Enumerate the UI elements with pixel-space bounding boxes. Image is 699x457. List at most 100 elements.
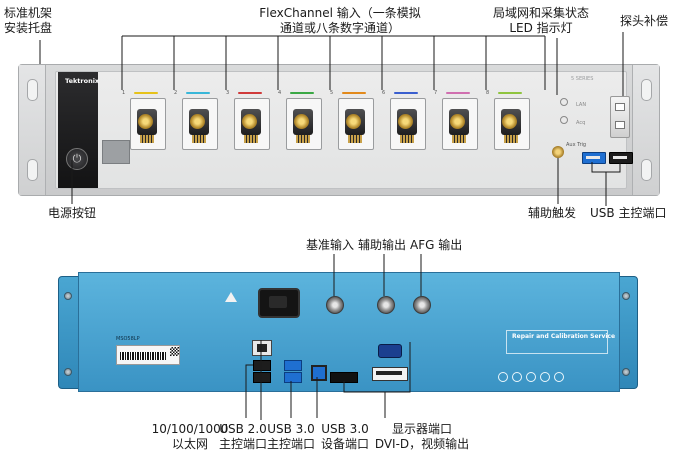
- callout-rack-mount: 标准机架 安装托盘: [4, 6, 52, 36]
- lan-led-icon: [560, 98, 568, 106]
- probe-compensation-terminals[interactable]: [610, 96, 630, 138]
- rack-slot: [641, 159, 652, 181]
- screw-icon: [622, 368, 630, 376]
- aux-trig-label: Aux Trig: [566, 142, 587, 148]
- callout-line: 10/100/1000: [151, 422, 229, 436]
- callout-ref-in: 基准输入: [306, 238, 355, 252]
- channel-number: 2: [174, 90, 178, 96]
- front-usb-port[interactable]: [609, 152, 633, 164]
- channel-connector: [501, 109, 521, 135]
- vga-port[interactable]: [378, 344, 402, 358]
- digital-pins: [244, 135, 258, 143]
- bnc-connector-icon: [502, 114, 517, 129]
- power-icon: ⏻: [72, 152, 82, 165]
- certification-mark-icon: [498, 372, 508, 382]
- callout-line: 主控端口: [218, 437, 267, 451]
- dvi-d-port[interactable]: [372, 367, 408, 381]
- tektronix-strip: Tektronix ⏻: [58, 72, 99, 188]
- rack-ear-right: [632, 65, 659, 195]
- leader-usb-host: [591, 162, 621, 206]
- service-title: Repair and Calibration Service: [512, 333, 616, 340]
- acq-led-label: Acq: [576, 120, 586, 126]
- channel-connector: [189, 109, 209, 135]
- model-label: MSO58LP: [116, 336, 140, 342]
- afg-out-connector[interactable]: [413, 296, 431, 314]
- usb2-host-port[interactable]: [253, 360, 271, 371]
- channel-color-stripe: [342, 92, 366, 94]
- callout-aux-out: 辅助输出: [358, 238, 407, 252]
- digital-pins: [400, 135, 414, 143]
- usb3-host-port[interactable]: [284, 360, 302, 371]
- certification-mark-icon: [526, 372, 536, 382]
- screw-icon: [64, 368, 72, 376]
- front-usb-port[interactable]: [582, 152, 606, 164]
- channel-number: 4: [278, 90, 282, 96]
- channel-module: [442, 98, 478, 150]
- callout-line: DVI-D，视频输出: [374, 437, 470, 451]
- channel-module: [234, 98, 270, 150]
- callout-line: 以太网: [171, 437, 208, 451]
- callout-afg-out: AFG 输出: [410, 238, 463, 252]
- ethernet-port[interactable]: [252, 340, 272, 356]
- channel-color-stripe: [186, 92, 210, 94]
- qr-code-icon: [170, 347, 179, 356]
- channel-module: [286, 98, 322, 150]
- callout-line: 安装托盘: [4, 21, 53, 35]
- callout-line: USB 3.0: [321, 422, 369, 436]
- flexchannel-input[interactable]: 6: [382, 90, 426, 150]
- bnc-connector-icon: [398, 114, 413, 129]
- model-plate: [102, 140, 130, 164]
- callout-line: USB 3.0: [267, 422, 315, 436]
- flexchannel-input[interactable]: 5: [330, 90, 374, 150]
- digital-pins: [192, 135, 206, 143]
- flexchannel-input[interactable]: 1: [122, 90, 166, 150]
- flexchannel-input[interactable]: 8: [486, 90, 530, 150]
- certification-mark-icon: [540, 372, 550, 382]
- callout-line: 主控端口: [266, 437, 315, 451]
- channel-color-stripe: [134, 92, 158, 94]
- callout-display-ports: 显示器端口 DVI-D，视频输出: [372, 422, 472, 452]
- channel-color-stripe: [498, 92, 522, 94]
- channel-color-stripe: [238, 92, 262, 94]
- rack-slot: [641, 79, 652, 101]
- callout-line: 局域网和采集状态: [492, 6, 589, 20]
- channel-number: 7: [434, 90, 438, 96]
- channel-number: 1: [122, 90, 126, 96]
- leader-flexchannel: [121, 35, 546, 90]
- leader-usb2: [245, 364, 253, 418]
- callout-usb-host: USB 主控端口: [590, 206, 667, 220]
- usb3-host-port[interactable]: [284, 372, 302, 383]
- flexchannel-input[interactable]: 2: [174, 90, 218, 150]
- channel-color-stripe: [394, 92, 418, 94]
- digital-pins: [140, 135, 154, 143]
- rack-slot: [27, 159, 38, 181]
- channel-connector: [345, 109, 365, 135]
- usb2-host-port[interactable]: [253, 372, 271, 383]
- aux-out-connector[interactable]: [377, 296, 395, 314]
- channel-module: [338, 98, 374, 150]
- service-info-box: [506, 330, 608, 354]
- usb3-device-port[interactable]: [311, 365, 327, 381]
- channel-connector: [293, 109, 313, 135]
- aux-trig-connector[interactable]: [552, 146, 564, 158]
- barcode-icon: [120, 352, 166, 360]
- channel-module: [130, 98, 166, 150]
- channel-number: 8: [486, 90, 490, 96]
- callout-usb3-device: USB 3.0 设备端口: [318, 422, 372, 452]
- acq-led-icon: [560, 116, 568, 124]
- ac-power-inlet[interactable]: [258, 288, 300, 318]
- callout-line: 通道或八条数字通道）: [279, 21, 400, 35]
- probe-comp-pin-icon: [615, 103, 625, 111]
- callout-line: 标准机架: [4, 6, 53, 20]
- ref-in-connector[interactable]: [326, 296, 344, 314]
- flexchannel-input[interactable]: 4: [278, 90, 322, 150]
- flexchannel-input[interactable]: 3: [226, 90, 270, 150]
- channel-module: [494, 98, 530, 150]
- series-label: 5 SERIES: [571, 76, 594, 82]
- probe-comp-pin-icon: [615, 121, 625, 129]
- channel-number: 5: [330, 90, 334, 96]
- leader-display: [343, 342, 411, 418]
- callout-line: FlexChannel 输入（一条模拟: [259, 6, 421, 20]
- flexchannel-input[interactable]: 7: [434, 90, 478, 150]
- callout-power-button: 电源按钮: [48, 206, 97, 220]
